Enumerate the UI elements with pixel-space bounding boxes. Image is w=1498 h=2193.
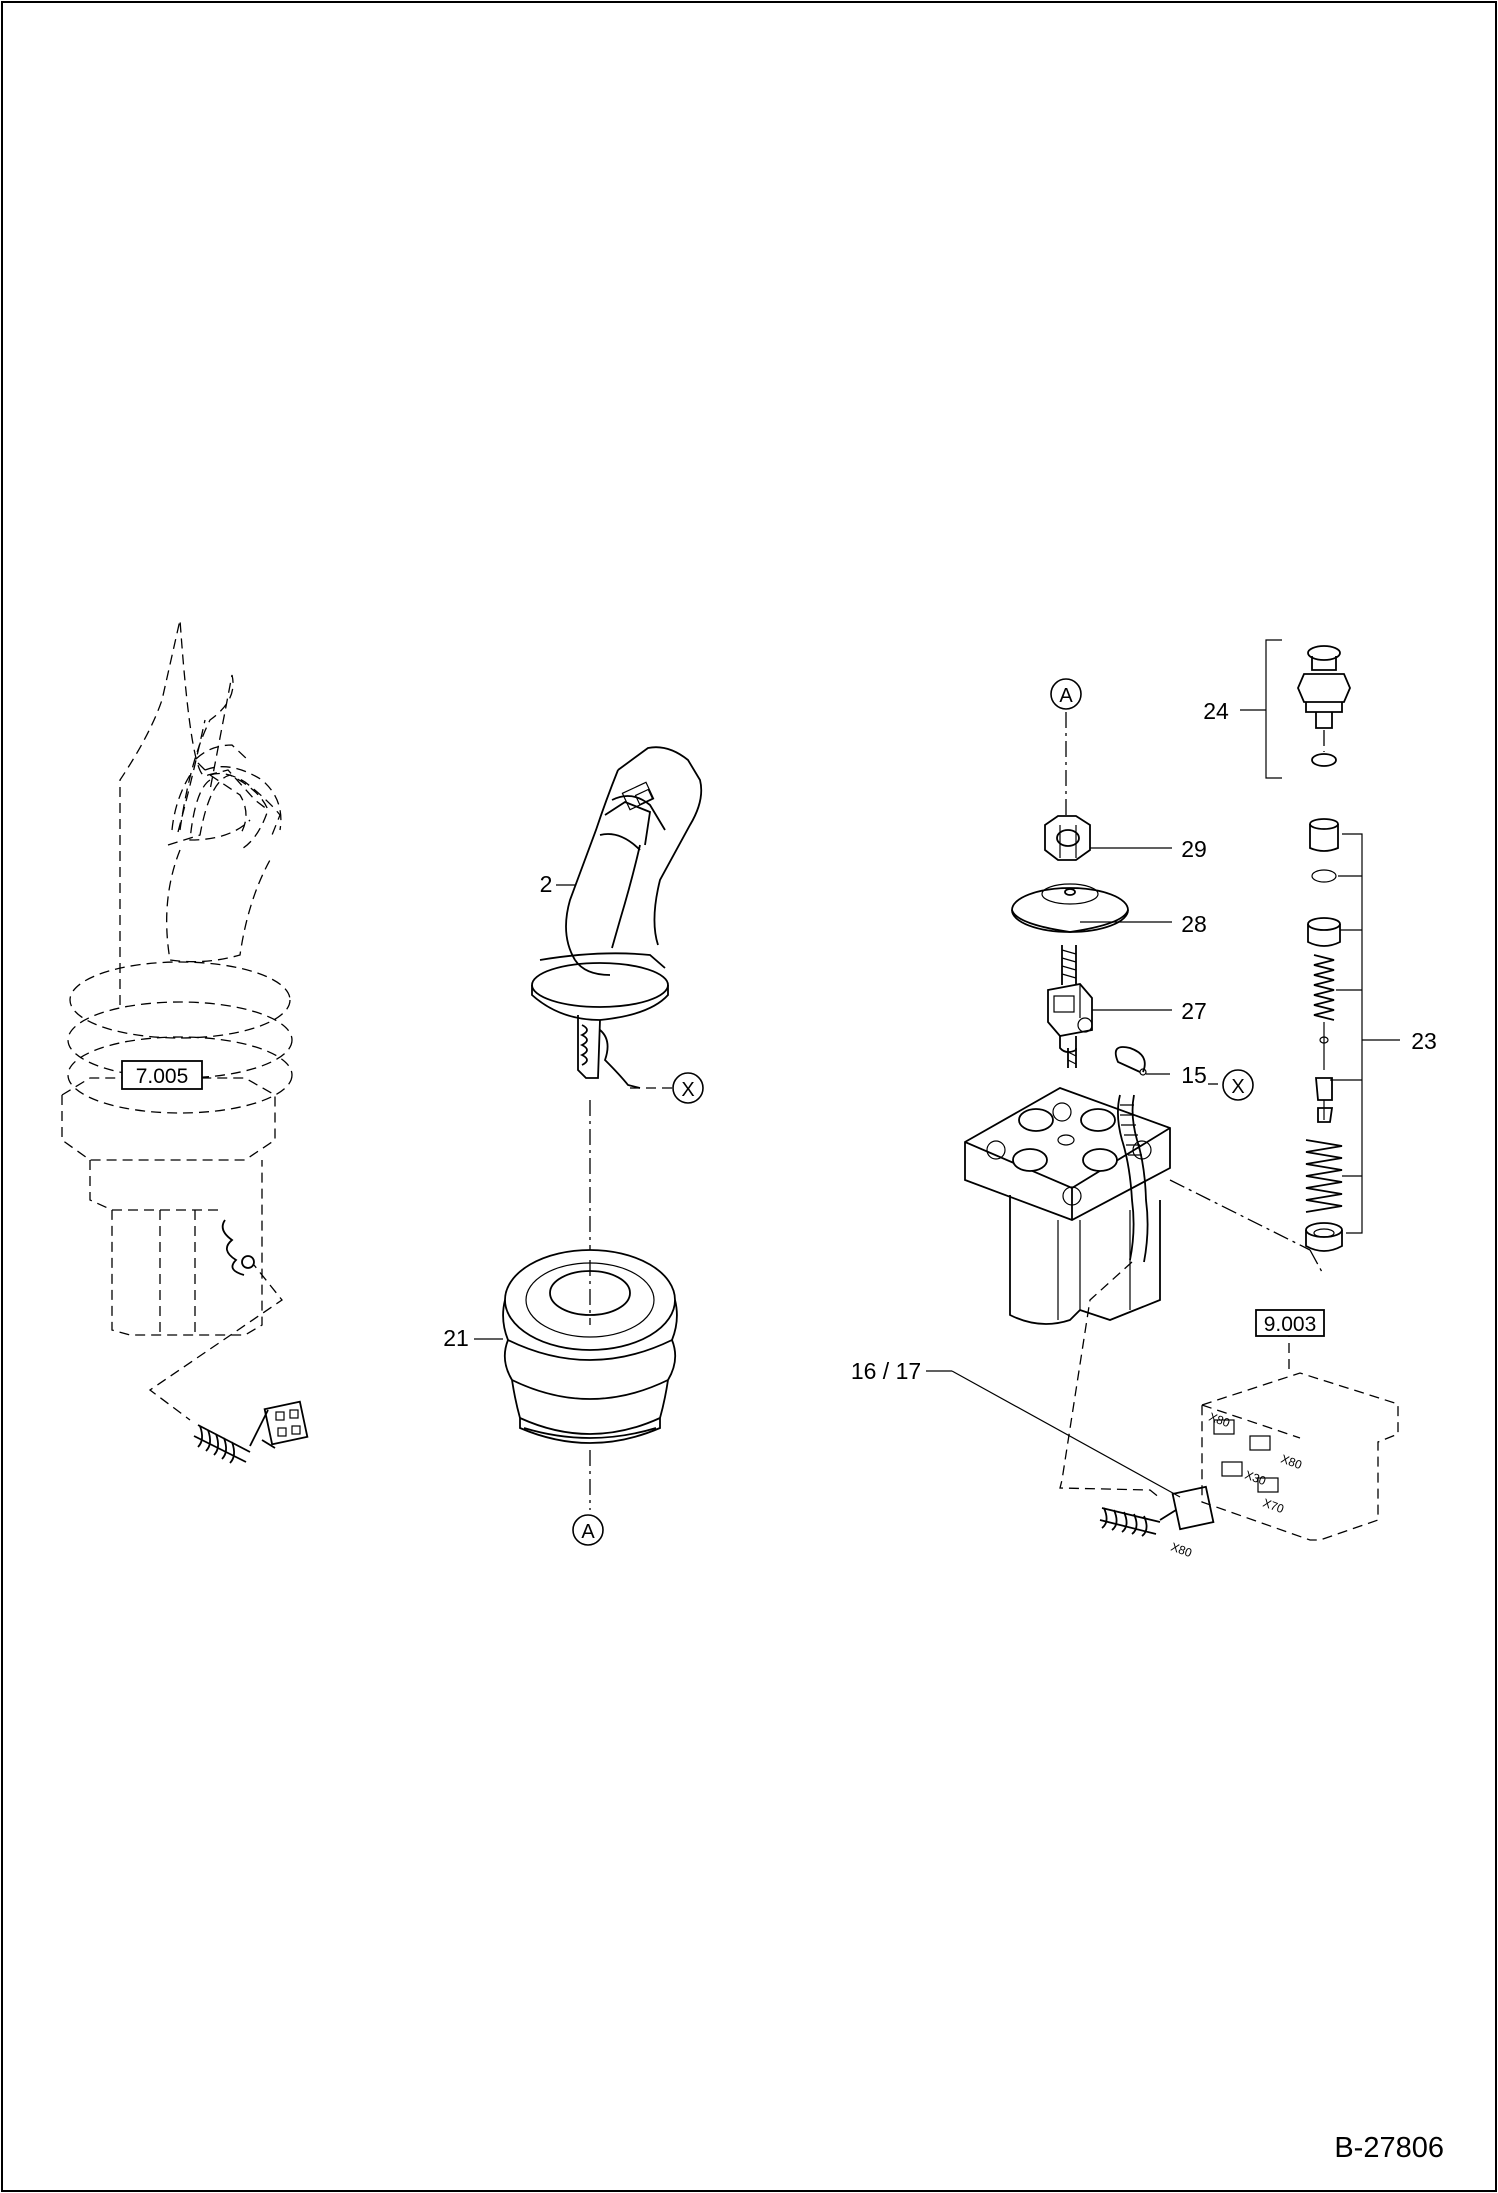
- callout-16-17-label: 16 / 17: [851, 1358, 921, 1384]
- callout-23-label: 23: [1411, 1028, 1437, 1054]
- left-cable-coil: [221, 1219, 255, 1276]
- callout-2: 2: [540, 871, 575, 897]
- unit-tag-x80-a: X80: [1207, 1410, 1232, 1431]
- callout-27: 27: [1092, 998, 1207, 1024]
- callout-21-label: 21: [443, 1325, 469, 1351]
- callout-29-label: 29: [1181, 836, 1207, 862]
- marker-a-bottom-label: A: [581, 1521, 595, 1543]
- unit-tag-x70: X70: [1261, 1496, 1286, 1517]
- ref-box-7005: 7.005: [121, 1060, 203, 1090]
- right-connector: X80: [1099, 1485, 1215, 1561]
- callout-27-label: 27: [1181, 998, 1207, 1024]
- callout-24: 24: [1203, 639, 1282, 779]
- boot-part-21: [502, 1249, 678, 1444]
- marker-x-middle-label: X: [681, 1079, 694, 1101]
- marker-a-top: A: [1050, 678, 1082, 815]
- nut-part-29: [1044, 815, 1091, 861]
- joystick-assembly-phantom: [61, 619, 293, 1421]
- callout-16-17: 16 / 17: [851, 1358, 1181, 1498]
- marker-a-top-label: A: [1059, 685, 1073, 707]
- marker-a-bottom: A: [572, 1514, 604, 1546]
- callout-24-label: 24: [1203, 698, 1229, 724]
- connector-tag-x80: X80: [1169, 1540, 1194, 1561]
- valve-cable: [1059, 1094, 1161, 1499]
- callout-28: 28: [1080, 911, 1207, 937]
- spring-stack-part-23: [1305, 818, 1343, 1252]
- callout-21: 21: [443, 1325, 503, 1351]
- handle-cable: [577, 1015, 641, 1089]
- handle-part-2: [531, 746, 703, 1021]
- joint-part-27: [1047, 945, 1093, 1068]
- callout-23: 23: [1330, 833, 1437, 1234]
- document-number: B-27806: [1334, 2132, 1444, 2164]
- control-unit-9003: 9.003 X80 X80 X30 X70: [1201, 1309, 1399, 1541]
- marker-x-right-label: X: [1231, 1076, 1244, 1098]
- valve-plug-part-24: [1297, 645, 1351, 767]
- callout-15-label: 15: [1181, 1062, 1207, 1088]
- unit-tag-x30: X30: [1243, 1468, 1268, 1489]
- plate-part-28: [1011, 883, 1129, 933]
- callout-29: 29: [1090, 836, 1207, 862]
- valve-body: [964, 1087, 1171, 1325]
- ref-label-7005: 7.005: [136, 1065, 189, 1088]
- left-connector: [193, 1400, 309, 1464]
- marker-x-middle: X: [630, 1072, 704, 1104]
- marker-x-right: X: [1222, 1069, 1254, 1101]
- callout-28-label: 28: [1181, 911, 1207, 937]
- callout-2-label: 2: [540, 871, 553, 897]
- ref-label-9003: 9.003: [1264, 1313, 1317, 1336]
- callout-15: 15: [1146, 1062, 1222, 1088]
- stack-to-body-leader: [1169, 1179, 1323, 1273]
- unit-tag-x80-b: X80: [1279, 1452, 1304, 1473]
- circlip-part-15: [1114, 1046, 1147, 1076]
